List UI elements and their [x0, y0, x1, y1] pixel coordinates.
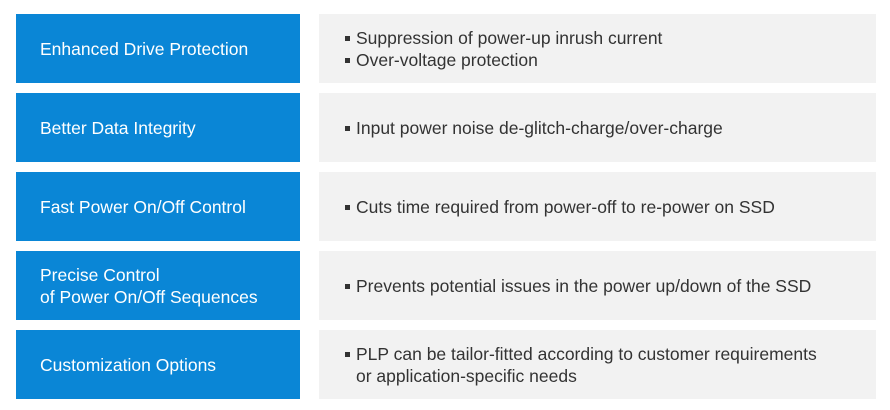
feature-row-better-data-integrity: Better Data Integrity Input power noise …: [16, 93, 876, 162]
bullet-item: PLP can be tailor-fitted according to cu…: [345, 343, 866, 387]
feature-description-cell: Suppression of power-up inrush current O…: [319, 14, 876, 83]
bullet-text: Suppression of power-up inrush current: [356, 27, 663, 48]
feature-label: Fast Power On/Off Control: [40, 196, 246, 217]
bullet-item: Suppression of power-up inrush current: [345, 27, 866, 49]
bullet-item: Prevents potential issues in the power u…: [345, 275, 866, 297]
feature-row-enhanced-drive-protection: Enhanced Drive Protection Suppression of…: [16, 14, 876, 83]
feature-label-cell: Customization Options: [16, 330, 300, 399]
bullet-text: Over-voltage protection: [356, 49, 538, 70]
feature-table: Enhanced Drive Protection Suppression of…: [16, 14, 876, 399]
bullet-item: Over-voltage protection: [345, 49, 866, 71]
feature-label: Customization Options: [40, 354, 217, 375]
bullet-text: Prevents potential issues in the power u…: [356, 275, 812, 296]
feature-row-customization-options: Customization Options PLP can be tailor-…: [16, 330, 876, 399]
bullet-text: PLP can be tailor-fitted according to cu…: [356, 343, 817, 386]
feature-description-cell: Cuts time required from power-off to re-…: [319, 172, 876, 241]
bullet-icon: [345, 283, 350, 289]
feature-row-precise-control: Precise Control of Power On/Off Sequence…: [16, 251, 876, 320]
bullet-item: Input power noise de-glitch-charge/over-…: [345, 117, 866, 139]
bullet-icon: [345, 351, 350, 357]
feature-description-cell: Prevents potential issues in the power u…: [319, 251, 876, 320]
feature-label-cell: Enhanced Drive Protection: [16, 14, 300, 83]
bullet-text: Input power noise de-glitch-charge/over-…: [356, 117, 723, 138]
bullet-icon: [345, 204, 350, 210]
feature-label-cell: Precise Control of Power On/Off Sequence…: [16, 251, 300, 320]
bullet-icon: [345, 35, 350, 41]
bullet-text: Cuts time required from power-off to re-…: [356, 196, 775, 217]
bullet-item: Cuts time required from power-off to re-…: [345, 196, 866, 218]
bullet-icon: [345, 125, 350, 131]
feature-label: Enhanced Drive Protection: [40, 38, 249, 59]
feature-label: Better Data Integrity: [40, 117, 196, 138]
feature-description-cell: PLP can be tailor-fitted according to cu…: [319, 330, 876, 399]
bullet-icon: [345, 57, 350, 63]
feature-label-cell: Better Data Integrity: [16, 93, 300, 162]
feature-label-cell: Fast Power On/Off Control: [16, 172, 300, 241]
feature-label: Precise Control of Power On/Off Sequence…: [40, 264, 258, 307]
feature-description-cell: Input power noise de-glitch-charge/over-…: [319, 93, 876, 162]
feature-row-fast-power-control: Fast Power On/Off Control Cuts time requ…: [16, 172, 876, 241]
